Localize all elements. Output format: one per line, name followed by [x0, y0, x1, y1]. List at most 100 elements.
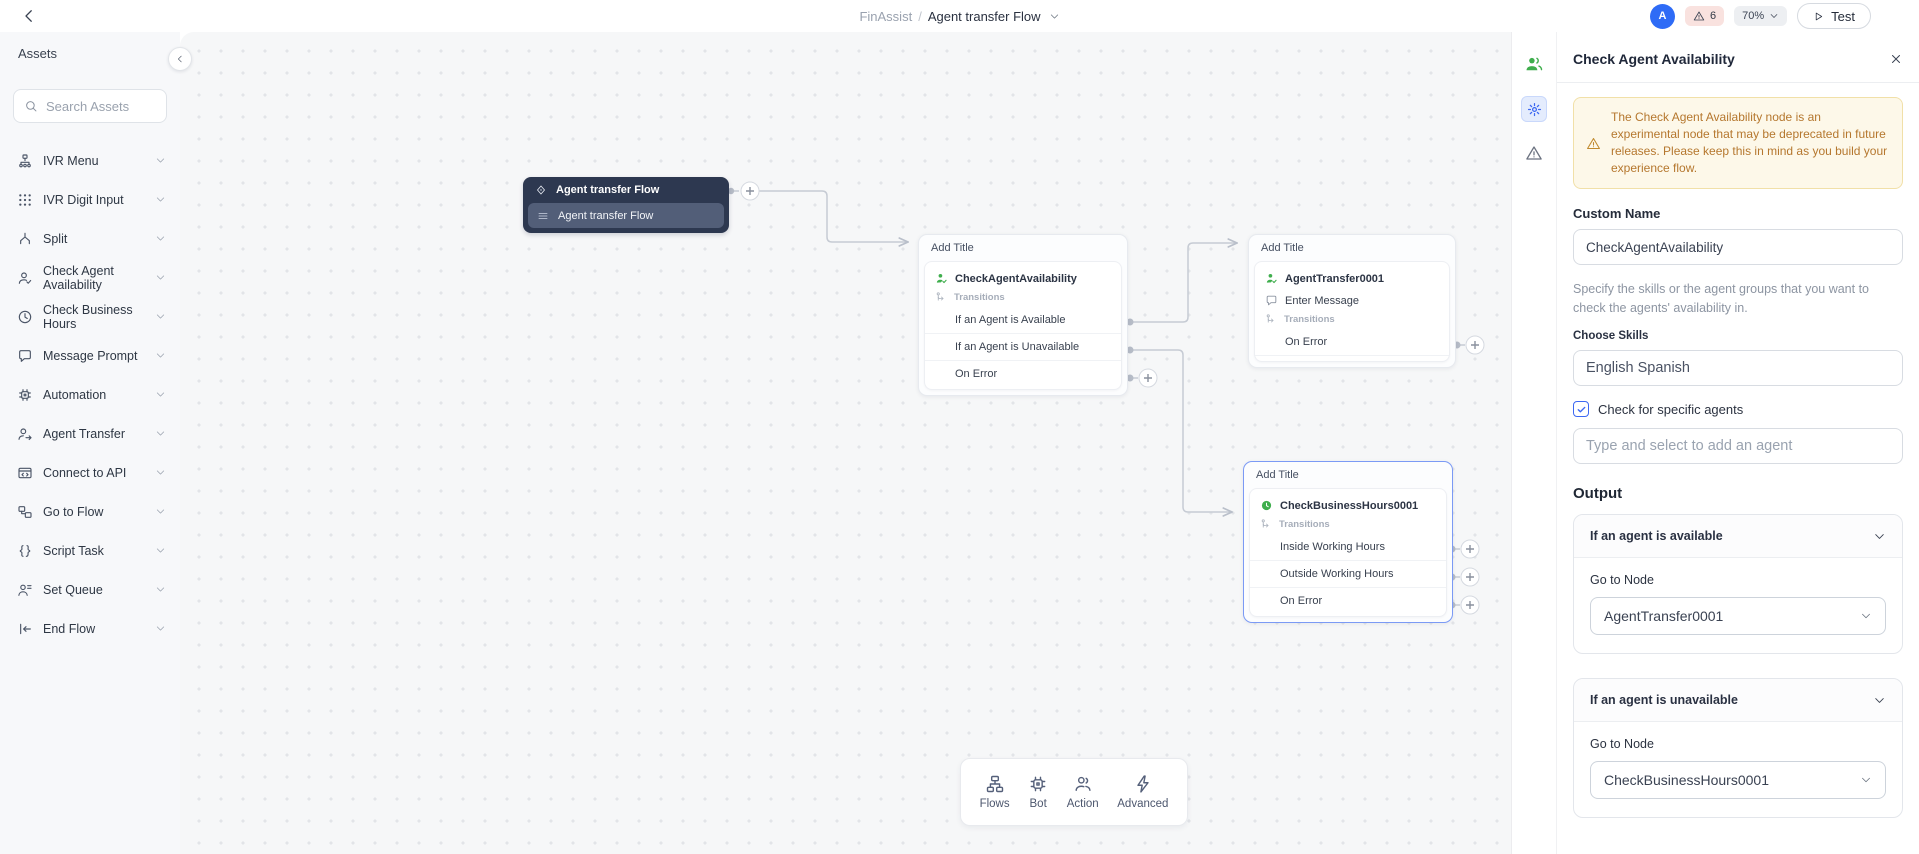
node-agent-transfer[interactable]: Add Title AgentTransfer0001 Enter Messag… [1248, 234, 1456, 368]
chevron-down-icon [1873, 530, 1886, 543]
sidebar-item-ivr-menu[interactable]: IVR Menu [0, 141, 180, 180]
chevron-left-icon [175, 54, 185, 64]
add-agent-input[interactable] [1573, 428, 1903, 464]
node-config-panel: Check Agent Availability The Check Agent… [1556, 32, 1919, 854]
output-section-unavailable: If an agent is unavailable Go to Node Ch… [1573, 678, 1903, 818]
avatar[interactable]: A [1650, 3, 1675, 29]
warning-count: 6 [1710, 10, 1717, 22]
gear-icon [1527, 102, 1542, 117]
goto-node-select-unavailable[interactable]: CheckBusinessHours0001 [1590, 761, 1886, 799]
person-check-icon [1265, 272, 1278, 285]
goto-node-label: Go to Node [1590, 737, 1654, 751]
play-icon [1813, 11, 1824, 22]
add-node-button[interactable] [1460, 539, 1480, 559]
sidebar-item-end-flow[interactable]: End Flow [0, 609, 180, 648]
skills-input[interactable] [1573, 350, 1903, 386]
node-output[interactable]: On Error [925, 360, 1121, 387]
toolbar-flows[interactable]: Flows [980, 774, 1010, 810]
sidebar-collapse-button[interactable] [168, 47, 192, 71]
clock-icon [1260, 499, 1273, 512]
search-icon [24, 99, 38, 113]
chevron-down-icon [155, 389, 166, 400]
toolbar-action[interactable]: Action [1067, 774, 1099, 810]
add-node-buttons[interactable] [740, 181, 1485, 615]
add-node-button[interactable] [740, 181, 760, 201]
chat-icon [17, 348, 33, 364]
toolbar-bot[interactable]: Bot [1028, 774, 1048, 810]
person-check-icon [935, 272, 948, 285]
output-section-header[interactable]: If an agent is unavailable [1574, 679, 1902, 722]
sidebar-item-go-to-flow[interactable]: Go to Flow [0, 492, 180, 531]
chevron-down-icon [155, 623, 166, 634]
start-node-flow-row[interactable]: Agent transfer Flow [528, 203, 724, 228]
braces-icon [17, 543, 33, 559]
sidebar-item-split[interactable]: Split [0, 219, 180, 258]
ivr-menu-icon [17, 153, 33, 169]
chevron-down-icon [1769, 11, 1779, 21]
node-output[interactable]: Outside Working Hours [1250, 560, 1446, 587]
settings-gear-button[interactable] [1521, 96, 1547, 122]
node-output[interactable]: If an Agent is Unavailable [925, 333, 1121, 360]
chevron-down-icon [155, 311, 166, 322]
sidebar-item-set-queue[interactable]: Set Queue [0, 570, 180, 609]
search-input[interactable] [46, 98, 156, 114]
chevron-down-icon [155, 272, 166, 283]
sidebar-item-check-business-hours[interactable]: Check Business Hours [0, 297, 180, 336]
warning-icon [1586, 136, 1601, 151]
specific-agents-checkbox-row[interactable]: Check for specific agents [1573, 401, 1903, 417]
goto-node-select-available[interactable]: AgentTransfer0001 [1590, 597, 1886, 635]
canvas-node-toolbar: Flows Bot Action Advanced [960, 758, 1188, 826]
back-icon[interactable] [20, 7, 38, 25]
add-node-button[interactable] [1465, 335, 1485, 355]
action-people-icon [1073, 774, 1093, 794]
chevron-down-icon [155, 506, 166, 517]
start-node[interactable]: Agent transfer Flow Agent transfer Flow [523, 177, 729, 233]
output-heading: Output [1573, 485, 1623, 502]
breadcrumb-flow-name: Agent transfer Flow [927, 8, 1041, 24]
warning-triangle-icon[interactable] [1525, 144, 1543, 162]
agents-icon[interactable] [1524, 54, 1544, 74]
connector-paths [734, 190, 1465, 606]
node-check-business-hours[interactable]: Add Title CheckBusinessHours0001 Transit… [1243, 461, 1453, 623]
flow-canvas[interactable]: Agent transfer Flow Agent transfer Flow … [180, 32, 1511, 854]
test-button[interactable]: Test [1797, 3, 1871, 29]
chevron-down-icon [1860, 610, 1872, 622]
node-title[interactable]: Add Title [1256, 469, 1299, 481]
node-output[interactable]: On Error [1255, 329, 1449, 356]
node-output[interactable]: Inside Working Hours [1280, 541, 1385, 553]
zoom-level-dropdown[interactable]: 70% [1734, 6, 1788, 26]
add-node-button[interactable] [1138, 368, 1158, 388]
sidebar-item-ivr-digit-input[interactable]: IVR Digit Input [0, 180, 180, 219]
queue-icon [17, 582, 33, 598]
assets-sidebar: Assets IVR Menu IVR Digit Input Split Ch… [0, 32, 180, 854]
close-icon[interactable] [1889, 52, 1903, 66]
sidebar-item-script-task[interactable]: Script Task [0, 531, 180, 570]
sidebar-item-automation[interactable]: Automation [0, 375, 180, 414]
sidebar-item-check-agent-availability[interactable]: Check Agent Availability [0, 258, 180, 297]
output-section-header[interactable]: If an agent is available [1574, 515, 1902, 558]
search-assets-box[interactable] [13, 89, 167, 123]
node-output[interactable]: If an Agent is Available [955, 314, 1066, 326]
clock-icon [17, 309, 33, 325]
node-check-agent-availability[interactable]: Add Title CheckAgentAvailability Transit… [918, 234, 1128, 396]
warnings-badge[interactable]: 6 [1685, 6, 1725, 26]
transitions-icon [1260, 518, 1272, 530]
custom-name-input[interactable] [1573, 229, 1903, 265]
custom-name-label: Custom Name [1573, 206, 1661, 221]
chevron-down-icon [155, 155, 166, 166]
add-node-button[interactable] [1460, 595, 1480, 615]
toolbar-advanced[interactable]: Advanced [1117, 774, 1168, 810]
flows-icon [985, 774, 1005, 794]
node-title[interactable]: Add Title [931, 242, 974, 254]
sidebar-item-connect-to-api[interactable]: Connect to API [0, 453, 180, 492]
lightning-icon [1133, 774, 1153, 794]
sidebar-item-agent-transfer[interactable]: Agent Transfer [0, 414, 180, 453]
split-icon [17, 231, 33, 247]
checkbox-checked-icon[interactable] [1573, 401, 1589, 417]
breadcrumb[interactable]: FinAssist / Agent transfer Flow [0, 0, 1919, 32]
end-flow-icon [17, 621, 33, 637]
add-node-button[interactable] [1460, 567, 1480, 587]
sidebar-item-message-prompt[interactable]: Message Prompt [0, 336, 180, 375]
node-title[interactable]: Add Title [1261, 242, 1304, 254]
node-output[interactable]: On Error [1250, 587, 1446, 614]
